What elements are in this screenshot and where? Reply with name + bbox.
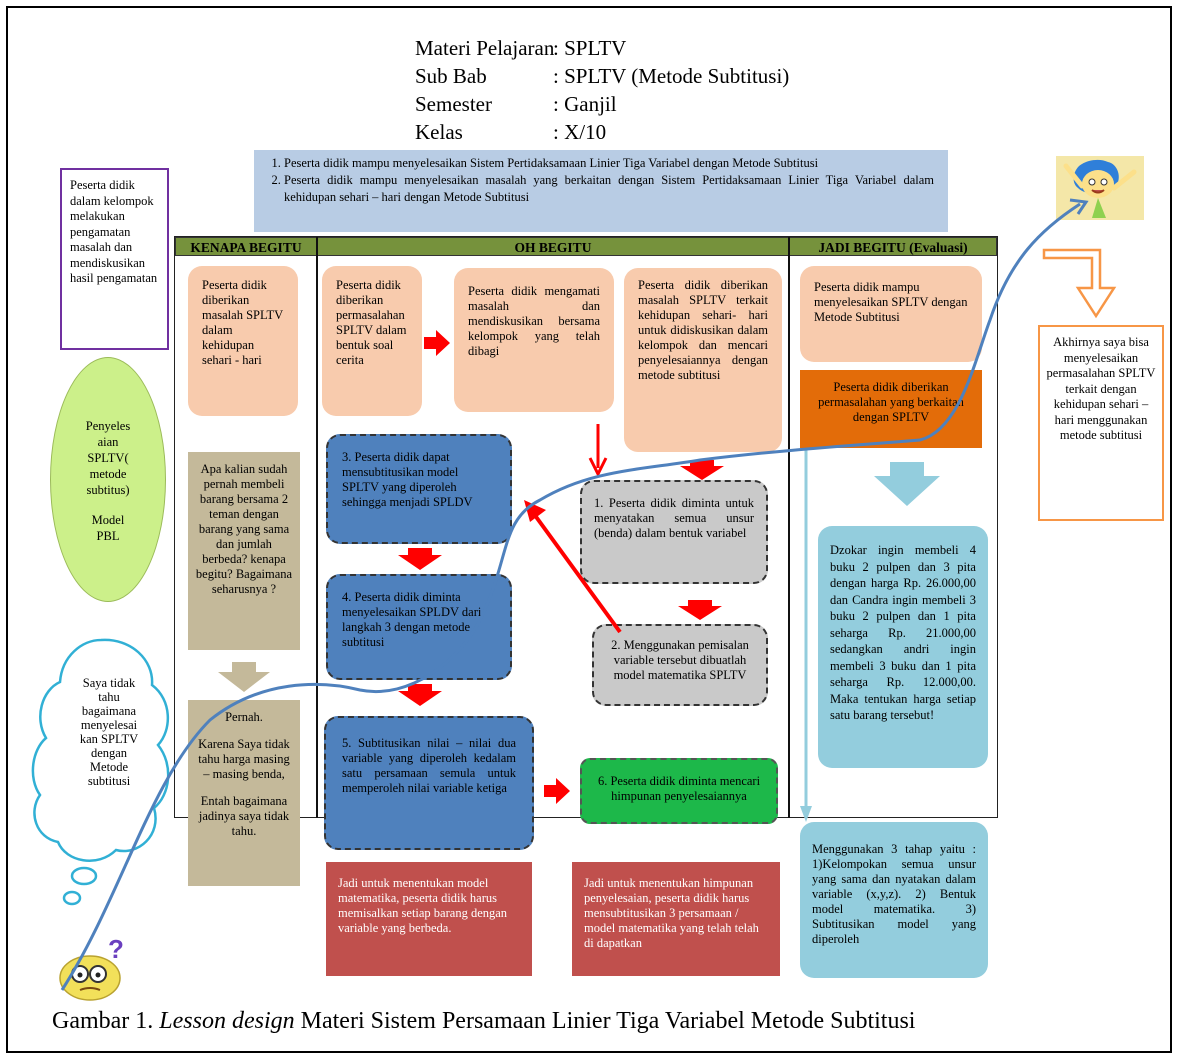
down-arrow-icon [680,460,724,480]
ellipse-line: metode [89,467,127,481]
ellipse-line: Penyeles [85,419,131,433]
learning-objectives: Peserta didik mampu menyelesaikan Sistem… [254,150,948,232]
column-header-kenapa: KENAPA BEGITU [175,237,317,256]
oh-discuss-box: Peserta didik diberikan masalah SPLTV te… [624,268,782,452]
bent-arrow-icon [1042,248,1117,319]
ellipse-line: PBL [96,529,120,543]
header-key: Materi Pelajaran [415,36,555,60]
confused-character-icon: ? [59,938,124,1001]
cloud-line: dengan [90,746,128,760]
step-6-box: 6. Peserta didik diminta mencari himpuna… [580,758,778,824]
jadi-story-problem-box: Dzokar ingin membeli 4 buku 2 pulpen dan… [818,526,988,768]
ellipse-line: subtitus) [86,483,130,497]
cloud-line: subtitusi [87,774,131,788]
figure-caption: Gambar 1. Lesson design Materi Sistem Pe… [52,1008,1152,1035]
answer-spacer [194,782,294,794]
header-key: Sub Bab [415,64,487,88]
header-value: : SPLTV (Metode Subtitusi) [553,64,790,88]
jadi-steps-box: Menggunakan 3 tahap yaitu : 1)Kelompokan… [800,822,988,978]
ellipse-line: SPLTV( [87,451,129,465]
cloud-thought: Saya tidak tahu bagaimana menyelesai kan… [74,676,144,788]
header-value: : X/10 [553,120,607,144]
down-arrow-icon [218,662,270,692]
down-arrow-icon [398,548,442,570]
conclusion-box: Akhirnya saya bisa menyelesaikan permasa… [1038,325,1164,521]
answer-line: Karena Saya tidak tahu harga masing – ma… [198,737,290,781]
objective-item: Peserta didik mampu menyelesaikan Sistem… [284,155,934,172]
down-arrow-icon [588,424,608,476]
caption-italic: Lesson design [159,1008,295,1034]
diagonal-arrow-icon [524,500,622,634]
down-arrow-icon [398,684,442,706]
note-solution-box: Jadi untuk menentukan himpunan penyelesa… [572,862,780,976]
oh-observe-box: Peserta didik mengamati masalah dan mend… [454,268,614,412]
down-arrow-icon [874,462,940,506]
cloud-line: tahu [98,690,120,704]
jadi-problem-given-box: Peserta didik diberikan permasalahan yan… [800,370,982,448]
ellipse-line: Model [91,513,125,527]
objective-item: Peserta didik mampu menyelesaikan masala… [284,172,934,206]
kenapa-question-box: Apa kalian sudah pernah membeli barang b… [188,452,300,650]
happy-character-icon [1056,156,1144,220]
header-key: Semester [415,92,492,116]
vertical-arrow-icon [800,450,812,822]
oh-problem-box: Peserta didik diberikan permasalahan SPL… [322,266,422,416]
jadi-goal-box: Peserta didik mampu menyelesaikan SPLTV … [800,266,982,362]
right-arrow-icon [544,778,570,804]
caption-prefix: Gambar 1. [52,1008,160,1034]
cloud-line: kan SPLTV [79,732,139,746]
svg-text:?: ? [108,938,124,964]
figure-frame [6,6,1172,1053]
down-arrow-icon [678,600,722,620]
column-divider [316,237,318,818]
column-header-oh: OH BEGITU [317,237,789,256]
method-ellipse: Penyeles aian SPLTV( metode subtitus) Mo… [50,357,166,602]
cloud-line: bagaimana [81,704,137,718]
caption-suffix: Materi Sistem Persamaan Linier Tiga Vari… [294,1008,916,1034]
ellipse-spacer [51,498,165,512]
kenapa-answer-box: Pernah. Karena Saya tidak tahu harga mas… [188,700,300,886]
step-4-box: 4. Peserta didik diminta menyelesaikan S… [326,574,512,680]
column-divider [788,237,790,818]
note-model-box: Jadi untuk menentukan model matematika, … [326,862,532,976]
answer-line: Pernah. [225,710,263,724]
header-value: : Ganjil [553,92,617,116]
ellipse-line: aian [97,435,119,449]
answer-line: Entah bagaimana jadinya saya tidak tahu. [198,794,290,838]
header-key: Kelas [415,120,463,144]
kenapa-problem-box: Peserta didik diberikan masalah SPLTV da… [188,266,298,416]
column-header-jadi: JADI BEGITU (Evaluasi) [789,237,997,256]
step-3-box: 3. Peserta didik dapat mensubtitusikan m… [326,434,512,544]
answer-spacer [194,725,294,737]
cloud-line: menyelesai [80,718,138,732]
right-arrow-icon [424,330,450,356]
cloud-line: Metode [89,760,129,774]
group-note: Peserta didik dalam kelompok melakukan p… [60,168,169,350]
step-5-box: 5. Subtitusikan nilai – nilai dua variab… [324,716,534,850]
header-value: : SPLTV [553,36,627,60]
cloud-line: Saya tidak [82,676,136,690]
